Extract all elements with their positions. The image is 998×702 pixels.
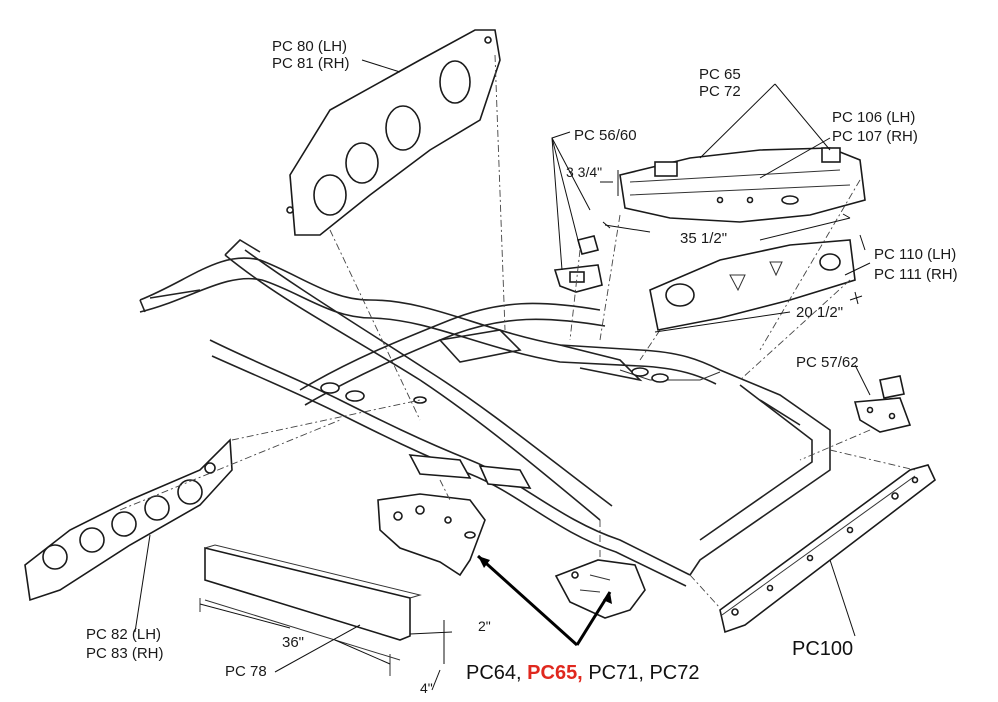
- label-pc80: PC 80 (LH): [272, 38, 348, 55]
- pc100-bar: [719, 464, 936, 634]
- label-pc110: PC 110 (LH): [874, 246, 957, 263]
- pc5660-mount: [553, 235, 603, 293]
- callout-parts[interactable]: PC64, PC65, PC71, PC72: [466, 662, 700, 684]
- label-pc100: PC100: [792, 638, 854, 660]
- callout-arrows[interactable]: [476, 554, 612, 647]
- label-pc83: PC 83 (RH): [86, 645, 164, 662]
- callout-pc71: PC71,: [588, 662, 644, 684]
- label-pc82: PC 82 (LH): [86, 626, 162, 643]
- callout-pc65: PC65,: [527, 662, 583, 684]
- label-pc106: PC 106 (LH): [832, 109, 916, 126]
- alignment-lines: [119, 54, 916, 609]
- chassis-frame: [139, 238, 831, 587]
- pc5762-mount: [853, 375, 912, 433]
- label-pc5762: PC 57/62: [796, 354, 859, 371]
- dim-3-3-4: 3 3/4": [566, 164, 603, 180]
- dimension-lines: [199, 170, 866, 691]
- label-pc81: PC 81 (RH): [272, 55, 350, 72]
- label-pc5660: PC 56/60: [574, 127, 637, 144]
- dim-2: 2": [478, 618, 491, 634]
- label-pc107: PC 107 (RH): [832, 128, 918, 145]
- dim-35-1-2: 35 1/2": [680, 230, 728, 247]
- pc82-plate: [24, 438, 233, 602]
- dim-20-1-2: 20 1/2": [796, 304, 844, 321]
- pc110-plate: [649, 239, 856, 331]
- pc71-bracket: [554, 559, 646, 619]
- label-pc72-top: PC 72: [699, 83, 741, 100]
- label-pc78: PC 78: [225, 663, 267, 680]
- label-pc65-top: PC 65: [699, 66, 741, 83]
- leader-lines: [134, 59, 871, 673]
- pc64-bracket: [377, 493, 486, 577]
- callout-pc72: PC72: [649, 662, 700, 684]
- callout-pc64: PC64,: [466, 662, 522, 684]
- pc80-plate: [286, 29, 501, 236]
- dim-36: 36": [282, 634, 305, 651]
- pc78-plate: [199, 544, 422, 676]
- dim-4: 4": [420, 680, 433, 696]
- pc106-plate: [619, 147, 866, 223]
- label-pc111: PC 111 (RH): [874, 266, 958, 283]
